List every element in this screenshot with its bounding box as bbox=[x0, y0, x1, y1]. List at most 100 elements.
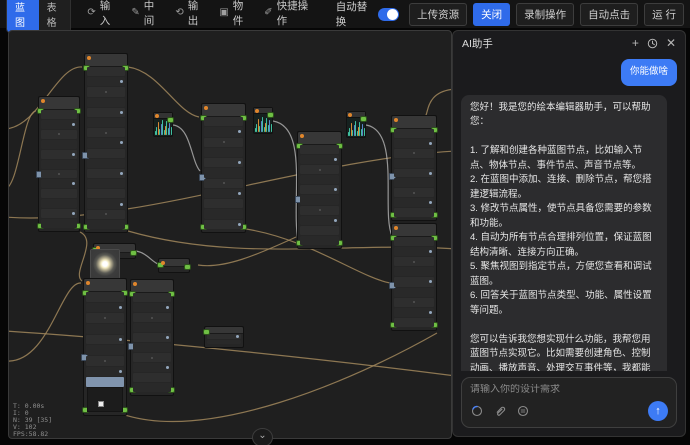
pin-g bbox=[184, 264, 191, 270]
graph-node-12[interactable] bbox=[157, 258, 191, 273]
node-row bbox=[204, 137, 243, 147]
node-row bbox=[86, 366, 124, 377]
menu-middle-label: 中间 bbox=[143, 0, 155, 27]
auto-click-button[interactable]: 自动点击 bbox=[580, 2, 639, 26]
node-header bbox=[131, 280, 173, 293]
row-pin-dot bbox=[120, 141, 123, 145]
graph-node-4[interactable] bbox=[199, 103, 247, 233]
menu-quick-actions[interactable]: ✐快捷操作 bbox=[264, 0, 310, 28]
wire bbox=[245, 228, 391, 284]
graph-node-13[interactable] bbox=[81, 278, 128, 416]
assistant-title: AI助手 bbox=[462, 37, 493, 50]
chat-input-box[interactable]: ↑ bbox=[461, 377, 677, 428]
menu-middle[interactable]: ✎中间 bbox=[131, 0, 159, 28]
row-pin-dot bbox=[72, 212, 75, 216]
object-icon: ▣ bbox=[219, 7, 229, 18]
history-icon[interactable] bbox=[647, 38, 658, 49]
pin-g bbox=[203, 329, 210, 335]
output-icon: ⟲ bbox=[175, 7, 184, 18]
pin-o bbox=[161, 261, 165, 265]
row-pin-dot bbox=[120, 110, 123, 114]
auto-replace-label: 自动替换 bbox=[335, 1, 368, 28]
quick-actions-icon: ✐ bbox=[264, 7, 273, 18]
row-dot bbox=[413, 152, 415, 155]
close-icon[interactable]: ✕ bbox=[665, 36, 676, 50]
audio-header bbox=[254, 108, 272, 114]
node-row bbox=[86, 356, 124, 366]
row-dot bbox=[222, 141, 225, 144]
row-pin-dot bbox=[72, 182, 75, 186]
graph-node-2[interactable] bbox=[36, 96, 81, 232]
toggle-knob bbox=[387, 8, 399, 20]
waveform-icon bbox=[255, 114, 272, 132]
node-row bbox=[394, 237, 434, 247]
graph-node-3[interactable] bbox=[153, 112, 174, 137]
stat-line: N: 39 [35] bbox=[13, 416, 53, 424]
tab-table[interactable]: 表格 bbox=[38, 0, 71, 32]
graph-node-5[interactable] bbox=[253, 107, 274, 134]
node-row bbox=[133, 323, 171, 332]
graph-node-9[interactable] bbox=[389, 223, 438, 331]
menu-output[interactable]: ⟲输出 bbox=[175, 0, 203, 28]
attachment-icon[interactable] bbox=[493, 405, 506, 418]
node-row bbox=[394, 317, 434, 327]
node-row bbox=[204, 199, 243, 209]
node-row bbox=[204, 127, 243, 137]
graph-node-1[interactable] bbox=[82, 53, 129, 233]
audio-header bbox=[154, 113, 172, 119]
node-row bbox=[41, 219, 77, 229]
node-row bbox=[204, 209, 243, 219]
auto-replace-toggle[interactable] bbox=[378, 7, 400, 21]
pin-g bbox=[360, 116, 367, 122]
menu-input[interactable]: ⟳输入 bbox=[87, 0, 115, 28]
send-button[interactable]: ↑ bbox=[648, 401, 668, 421]
node-row bbox=[133, 353, 171, 362]
graph-node-6[interactable] bbox=[295, 131, 343, 249]
graph-node-7[interactable] bbox=[346, 111, 367, 138]
run-button[interactable]: 运 行 bbox=[644, 2, 685, 26]
node-row bbox=[394, 158, 434, 168]
row-pin-dot bbox=[238, 191, 241, 195]
chat-input[interactable] bbox=[470, 384, 668, 395]
record-actions-button[interactable]: 录制操作 bbox=[516, 2, 575, 26]
row-dot bbox=[105, 90, 107, 93]
upload-resource-button[interactable]: 上传资源 bbox=[409, 2, 468, 26]
auto-replace-control: 自动替换 bbox=[335, 0, 400, 29]
glow-orb-icon bbox=[91, 250, 119, 278]
node-row bbox=[86, 313, 124, 324]
node-row bbox=[133, 383, 171, 392]
mention-icon[interactable] bbox=[516, 405, 529, 418]
node-row bbox=[394, 277, 434, 287]
graph-node-11[interactable] bbox=[90, 249, 120, 279]
plus-icon[interactable]: + bbox=[631, 36, 639, 50]
node-rows bbox=[394, 129, 434, 218]
row-pin-dot bbox=[236, 334, 239, 338]
row-pin-dot bbox=[166, 336, 169, 339]
node-row bbox=[87, 97, 125, 107]
preview-marker bbox=[98, 401, 105, 408]
node-row bbox=[300, 215, 339, 225]
tab-blueprint[interactable]: 蓝图 bbox=[7, 0, 39, 32]
row-pin-dot bbox=[334, 188, 337, 192]
close-button[interactable]: 关闭 bbox=[473, 2, 511, 26]
pin-o bbox=[41, 99, 45, 103]
stat-line: FPS:58.82 bbox=[13, 430, 49, 438]
pin-g bbox=[130, 250, 137, 256]
row-dot bbox=[104, 359, 106, 362]
node-row bbox=[87, 67, 125, 77]
node-row bbox=[41, 169, 77, 179]
node-row bbox=[133, 293, 171, 302]
deep-think-icon[interactable] bbox=[470, 405, 483, 418]
row-dot bbox=[413, 301, 415, 304]
menu-object[interactable]: ▣物件 bbox=[219, 0, 248, 28]
middle-icon: ✎ bbox=[131, 7, 140, 18]
graph-node-14[interactable] bbox=[128, 279, 175, 396]
graph-node-15[interactable] bbox=[203, 326, 244, 348]
node-rows bbox=[86, 292, 124, 388]
node-row bbox=[41, 119, 77, 129]
pin-o bbox=[394, 226, 398, 230]
graph-node-8[interactable] bbox=[389, 115, 438, 221]
collapse-chevron-icon[interactable]: ⌄ bbox=[252, 428, 273, 445]
